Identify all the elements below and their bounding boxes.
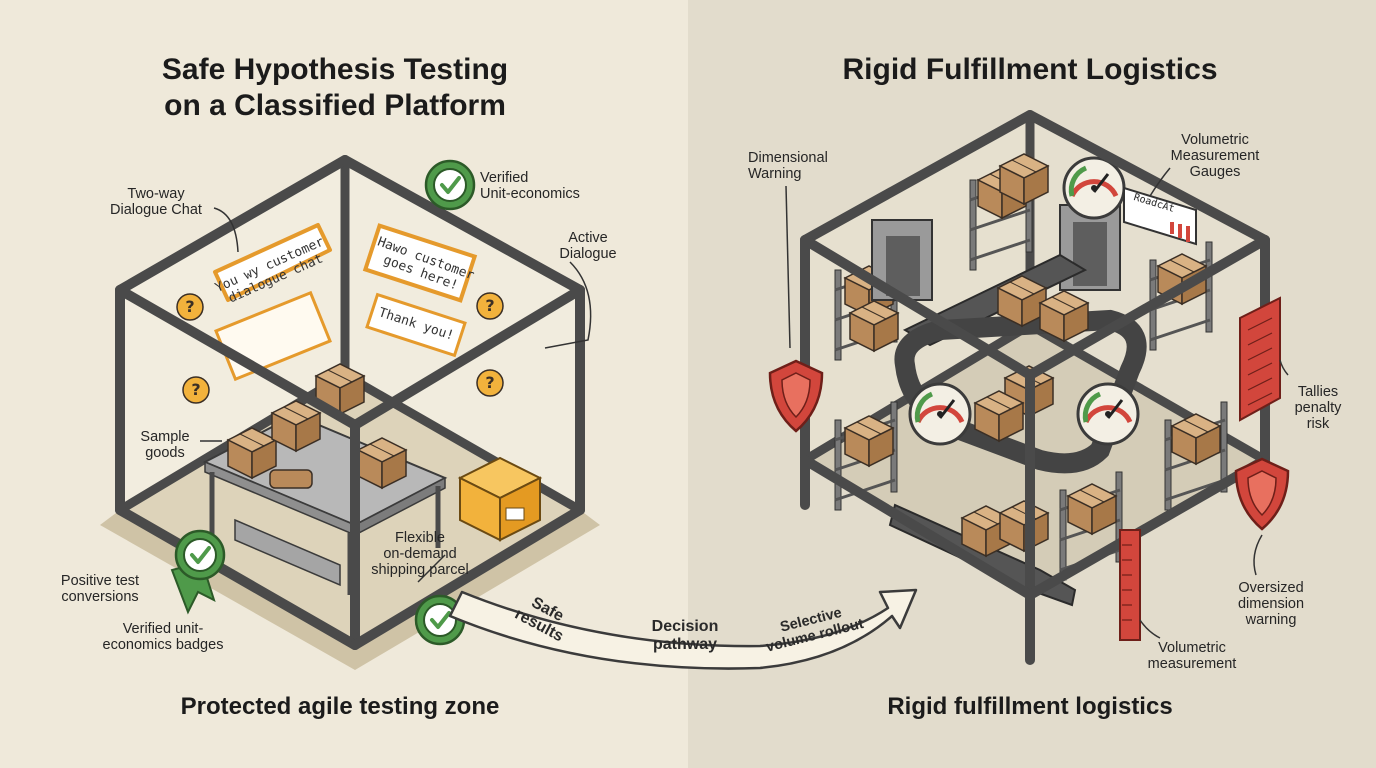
decision-pathway-arrow	[448, 588, 918, 670]
gauge-icon	[1078, 384, 1138, 444]
ruler-icon	[1239, 296, 1281, 422]
question-icon	[182, 376, 210, 404]
roadcat-sign	[1123, 186, 1197, 246]
ruler-icon	[1119, 529, 1141, 641]
oversized-warning-label: Oversized dimension warning	[1237, 580, 1305, 629]
positive-conversions-label: Positive test conversions	[60, 573, 140, 606]
ribbon-badge-icon	[170, 529, 226, 615]
left-subtitle: Protected agile testing zone	[180, 693, 500, 720]
verified-badges-label: Verified unit- economics badges	[102, 621, 224, 654]
volumetric-gauges-label: Volumetric Measurement Gauges	[1170, 132, 1260, 181]
decision-pathway-label: Decision pathway	[651, 618, 719, 653]
right-subtitle: Rigid fulfillment logistics	[887, 693, 1173, 720]
volumetric-measurement-label: Volumetric measurement	[1147, 640, 1237, 673]
gauge-icon	[1064, 158, 1124, 218]
shipping-parcel	[457, 456, 543, 542]
testing-zone-cube	[100, 155, 600, 670]
two-way-chat-label: Two-way Dialogue Chat	[110, 186, 202, 219]
right-title: Rigid Fulfillment Logistics	[842, 53, 1218, 86]
active-dialogue-label: Active Dialogue	[559, 230, 617, 263]
question-icon	[476, 292, 504, 320]
verified-unit-economics-label: Verified Unit-economics	[480, 170, 580, 203]
tallies-penalty-label: Tallies penalty risk	[1294, 384, 1342, 433]
dimensional-warning-label: Dimensional Warning	[748, 150, 828, 183]
gauge-icon	[910, 384, 970, 444]
check-badge-icon	[424, 159, 476, 211]
flexible-parcel-label: Flexible on-demand shipping parcel	[371, 530, 469, 579]
question-icon	[476, 369, 504, 397]
sample-goods-label: Sample goods	[140, 429, 190, 462]
question-icon	[176, 293, 204, 321]
left-title: Safe Hypothesis Testing on a Classified …	[161, 53, 509, 122]
